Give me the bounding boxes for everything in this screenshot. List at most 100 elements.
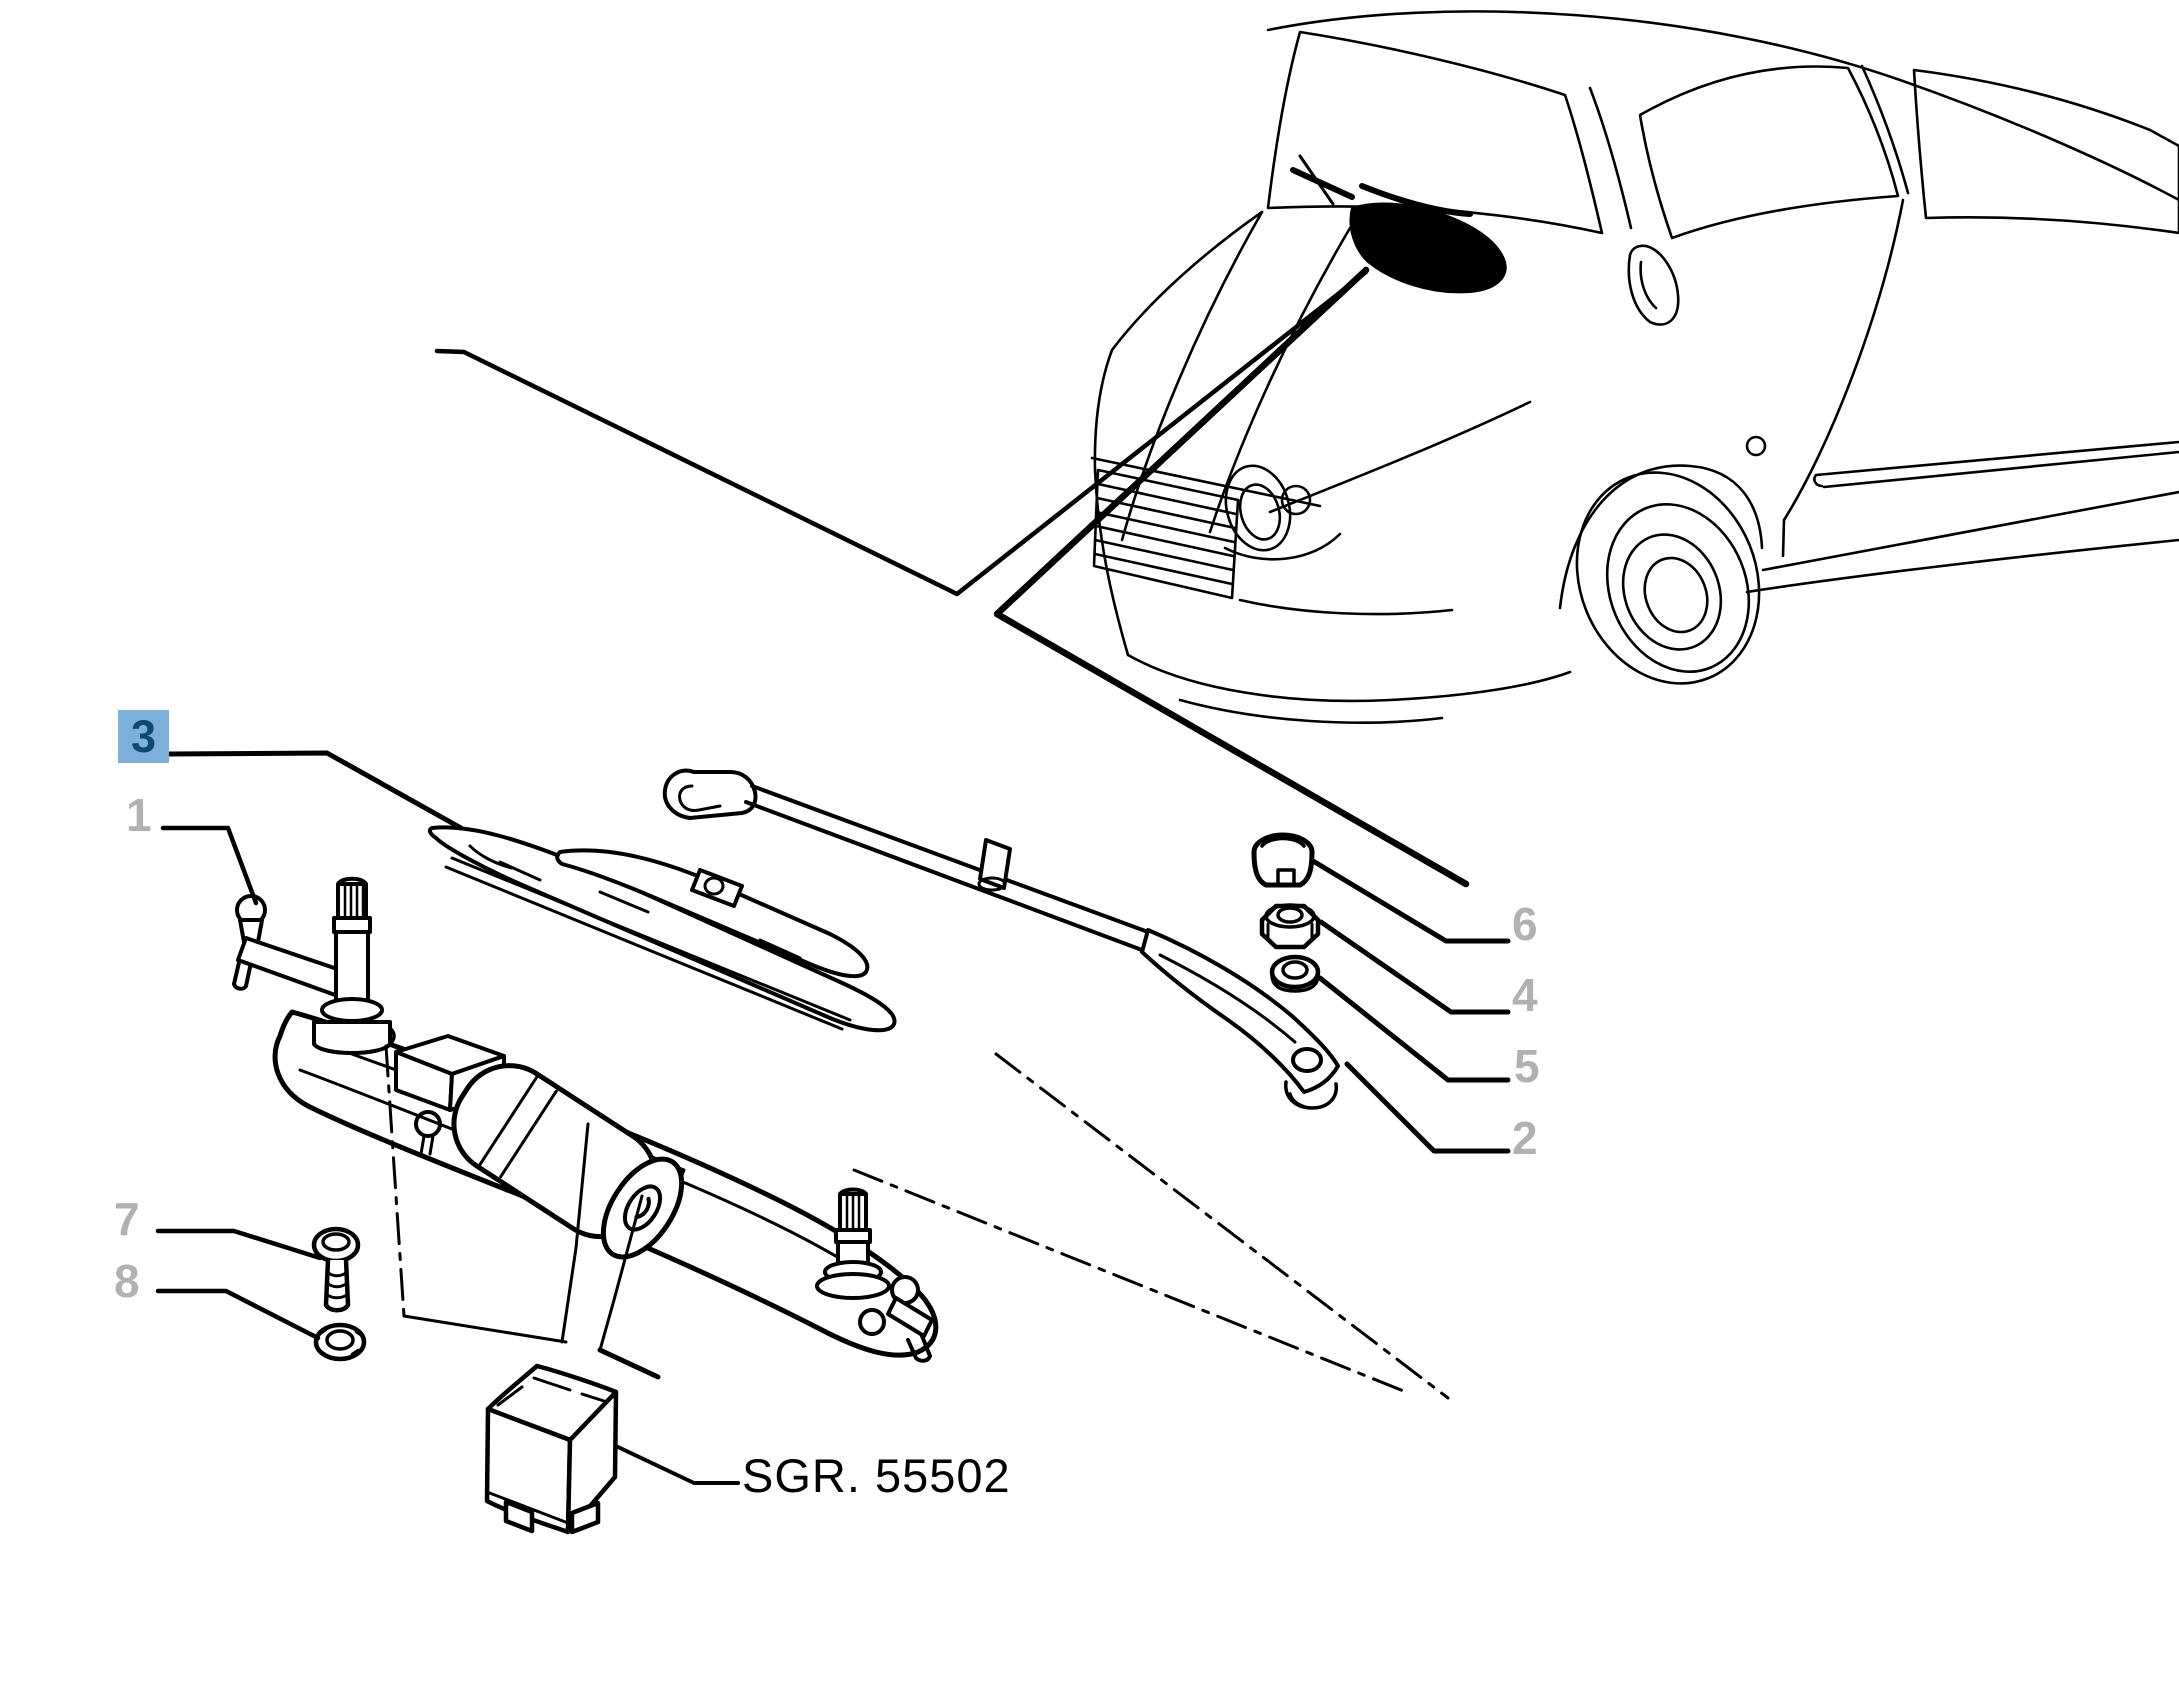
pointer-lines [434,266,1470,888]
arm-clip-pin [978,838,1012,890]
blade-claw-lines [468,844,802,960]
arm-rod [744,784,1150,952]
relay-drawing [484,1363,619,1535]
nut-facets [1266,922,1314,940]
left-pivot-spline-teeth [343,882,365,920]
arm-pivot-boss [1284,1080,1338,1110]
car-front-corner [1093,210,1264,657]
car-mirror-inner [1639,260,1658,310]
leader-4 [1318,919,1511,1015]
leader-1 [160,825,259,906]
wiper-arm-drawing [662,768,1340,1110]
car-headlight-main-inner [1238,483,1282,541]
right-ball-pin [906,1334,932,1363]
right-pivot-base [815,1272,891,1300]
arm-body-crease [1158,953,1297,1044]
relay-right-face [565,1389,619,1535]
pointer-line-lower [993,266,1470,888]
car-tire [1575,471,1761,685]
car-rear-side-window [1912,68,2179,235]
relay-bottom-ridge [485,1490,570,1525]
washer5-thickness [1270,973,1320,993]
car-door-seam [1781,198,1905,558]
car-hood-edge [1120,210,1264,542]
nut-bore [1276,906,1304,924]
callout-8[interactable]: 8 [114,1255,140,1307]
car-headlight-recess [1223,532,1342,561]
right-pivot-spline-teeth [845,1192,861,1232]
motor-mount-screw [414,1110,442,1138]
car-front-side-window [1638,65,1900,240]
group-ref-label[interactable]: SGR. 55502 [742,1449,1011,1502]
arm-hook-slot [678,784,722,812]
left-pivot-body [334,930,370,1010]
nut-top-face [1264,903,1316,929]
leader-7 [155,1228,323,1261]
car-wiper-on-glass-2 [1298,154,1335,206]
arm-body [1140,928,1340,1094]
callout-6[interactable]: 6 [1512,898,1538,950]
motor-end-cap-inner [622,1184,663,1232]
callout-5[interactable]: 5 [1514,1040,1540,1092]
car-wiper-on-glass [1290,167,1473,217]
washer8-outer [313,1322,367,1362]
car-b-pillar [1860,64,1910,195]
motor-to-relay-line-1 [560,1122,590,1344]
callout-4[interactable]: 4 [1512,969,1538,1021]
blade-rubber-lines [444,856,852,1031]
callout-1[interactable]: 1 [126,789,152,841]
motor-end-cap [600,1156,685,1260]
motor-body-bands [477,1074,558,1179]
bolt-drawing [311,1226,361,1313]
wiper-blade-drawing [427,825,897,1033]
car-wheel-rim [1621,533,1723,651]
bolt-head-top [321,1232,351,1252]
callout-3[interactable]: 3 [118,710,169,763]
washer5-inner [1281,960,1309,980]
car-grille-slats [1093,482,1238,586]
leader-8 [155,1288,321,1341]
right-ball-stud-2 [858,1308,886,1336]
arm-hook [662,768,758,820]
relay-prong-left [503,1499,535,1534]
bolt-threads [324,1270,350,1300]
washer-drawing [313,1322,367,1362]
car-a-pillar [1588,86,1633,230]
washer8-hatch [318,1328,364,1358]
axis-bolt-to-relay [402,1314,568,1344]
wiper-motor [451,1063,685,1260]
leader-lines [155,750,1511,1485]
leader-sgr [616,1445,740,1485]
cap-dome [1260,836,1306,848]
leader-3 [166,750,464,831]
leader-6 [1310,858,1511,944]
leader-2 [1344,1061,1511,1154]
car-fender-crease [1268,400,1532,514]
car-wheel-hub [1643,556,1709,634]
car-door-button [1745,435,1767,457]
car-moulding-strip-lower [1822,450,2179,489]
car-bumper-top [1090,456,1322,508]
pivot-cap-drawing [1251,832,1315,888]
car-roof-line [1266,10,2179,202]
washer8-inner [325,1329,355,1351]
blade-pivot-hole [703,876,725,896]
car-headlight-main [1224,464,1292,552]
blade-primary-yoke [555,848,870,979]
arm-pivot-hole [1291,1047,1323,1073]
arm-clip-flange [977,876,1007,892]
motor-end-notch [634,1196,651,1220]
pivot-nut-drawing [1259,903,1321,950]
callout-7[interactable]: 7 [114,1193,140,1245]
left-pivot-flange [320,997,384,1023]
axis-arm-pivot-lower [852,1168,1408,1394]
relay-prong-right [569,1500,601,1535]
callout-2[interactable]: 2 [1512,1112,1538,1164]
car-hood-seam [1208,226,1352,534]
left-crank-link [236,936,348,998]
leader-5 [1317,975,1511,1083]
left-pivot-base [312,1020,392,1055]
car-tire-inner-edge [1605,502,1751,674]
